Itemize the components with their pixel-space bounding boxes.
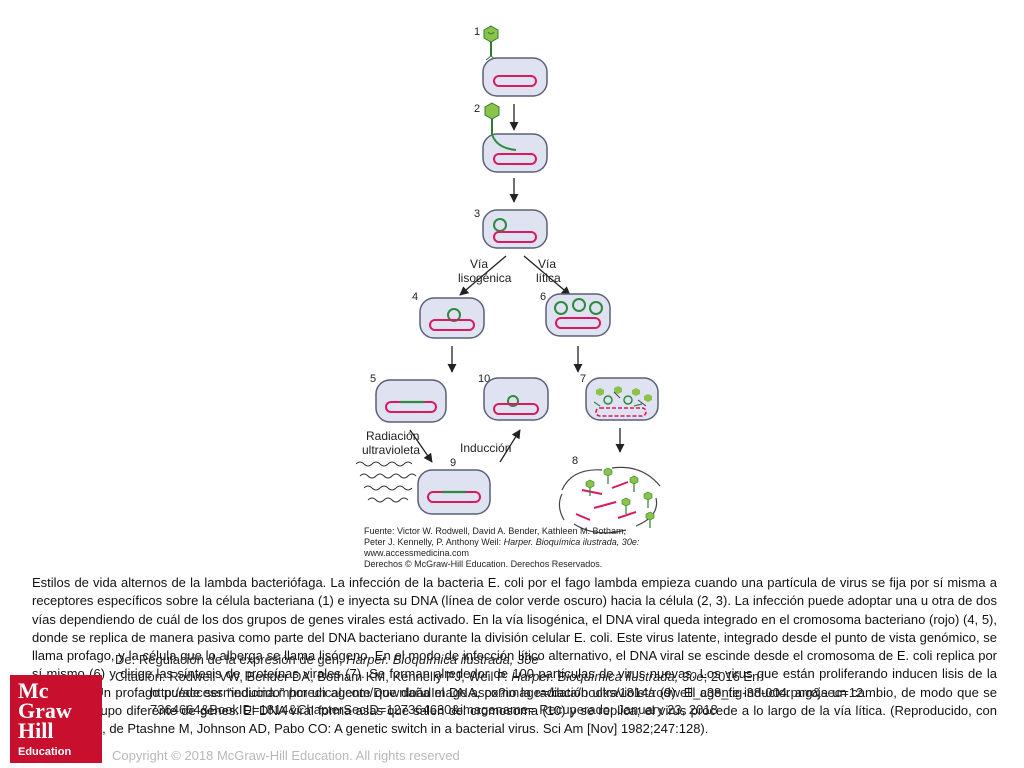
lysed-cell-step-8 (558, 466, 661, 534)
arrow-9-to-10 (499, 429, 521, 463)
step-number-3: 3 (474, 208, 480, 220)
arrow-5-to-9 (409, 429, 433, 463)
bacterial-cell-step-7 (585, 377, 659, 421)
lytic-pathway-label-2: lítica (536, 271, 561, 285)
uv-label-1: Radiación (366, 429, 419, 443)
bacterial-cell-step-1 (482, 57, 548, 97)
step-number-6: 6 (540, 291, 546, 303)
phage-particle-step-1 (483, 25, 499, 61)
lambda-phage-lifecycle-diagram: 1 2 3 Vía lisogénica Vía lítica 4 (355, 25, 661, 569)
lysogenic-pathway-label-2: lisogénica (458, 271, 512, 285)
figure-credit-line-2: Peter J. Kennelly, P. Anthony Weil: Harp… (364, 537, 640, 547)
arrow-3-to-6 (523, 255, 571, 296)
bacterial-cell-step-3 (482, 209, 548, 249)
bacterial-cell-step-4 (419, 297, 485, 339)
step-number-5: 5 (370, 373, 376, 385)
download-url[interactable]: http://accessmedicina.mhmedical.com/Down… (150, 685, 864, 717)
bacterial-cell-step-5 (375, 379, 447, 423)
step-number-8: 8 (572, 455, 578, 467)
uv-label-2: ultravioleta (362, 443, 420, 457)
bacterial-cell-step-6 (545, 293, 611, 337)
figure-credit-line-3: www.accessmedicina.com (363, 548, 469, 558)
step-number-2: 2 (474, 103, 480, 115)
source-reference: De: Regulación de la expresión de gen, H… (115, 652, 539, 667)
step-number-1: 1 (474, 26, 480, 38)
induction-label: Inducción (460, 441, 511, 455)
uv-radiation-waves (355, 461, 417, 503)
step-number-7: 7 (580, 373, 586, 385)
figure-credit-line-1: Fuente: Victor W. Rodwell, David A. Bend… (364, 526, 626, 536)
arrow-3-to-4 (459, 255, 507, 296)
lytic-pathway-label-1: Vía (538, 257, 556, 271)
step-number-9: 9 (450, 457, 456, 469)
step-number-4: 4 (412, 291, 418, 303)
bacterial-cell-step-10 (483, 377, 549, 421)
mcgraw-hill-logo: Mc Graw Hill Education (10, 675, 102, 763)
lysogenic-pathway-label-1: Vía (470, 257, 488, 271)
copyright-notice: Copyright © 2018 McGraw-Hill Education. … (112, 748, 460, 763)
figure-caption: Estilos de vida alternos de la lambda ba… (32, 575, 997, 737)
phage-particle-step-2 (484, 102, 500, 134)
figure-credit-line-4: Derechos © McGraw-Hill Education. Derech… (364, 559, 602, 569)
bacterial-cell-step-2 (482, 133, 548, 173)
citation-reference: Citación: Rodwell VW, Bender DA, Botham … (115, 669, 763, 684)
bacterial-cell-step-9 (417, 469, 491, 515)
